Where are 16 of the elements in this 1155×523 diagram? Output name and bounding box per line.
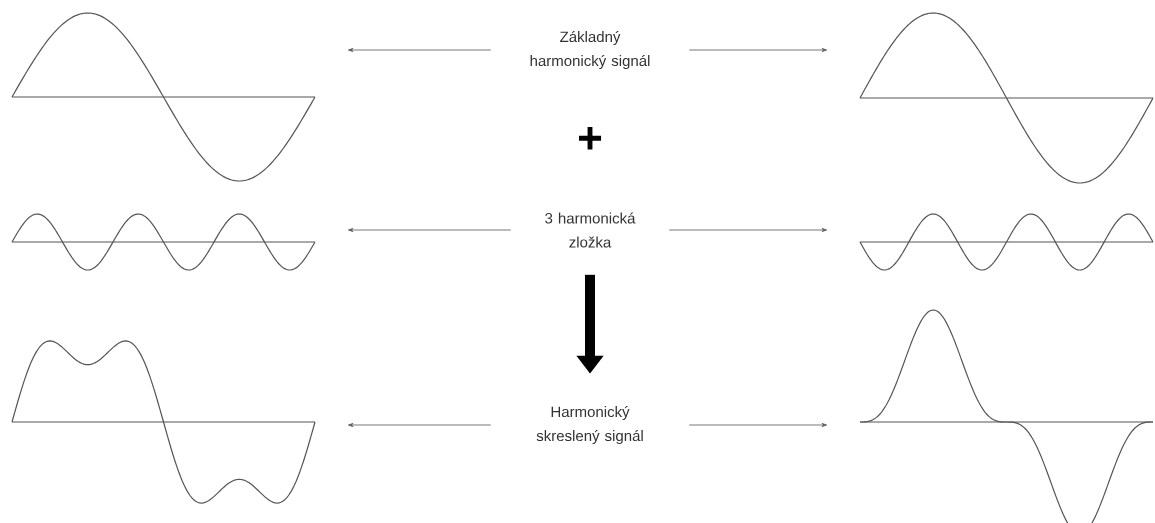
text-label: 3 harmonická zložka [545,212,636,248]
waveform-drawing [859,213,1154,271]
waveform-drawing [859,12,1154,184]
arrow [348,48,492,52]
arrow [688,48,827,52]
arrow [348,228,512,232]
text-label: Harmonický skreslený signál [536,405,643,445]
waveform-drawing [11,213,316,271]
plus-sign: + [579,127,602,150]
arrow [348,423,492,427]
text-label: Základný harmonický signál [530,30,650,70]
waveform-drawing [11,12,316,182]
waveform-drawing [11,340,316,504]
waveform-drawing [859,309,1154,523]
arrow [668,228,827,232]
arrow [688,423,827,427]
